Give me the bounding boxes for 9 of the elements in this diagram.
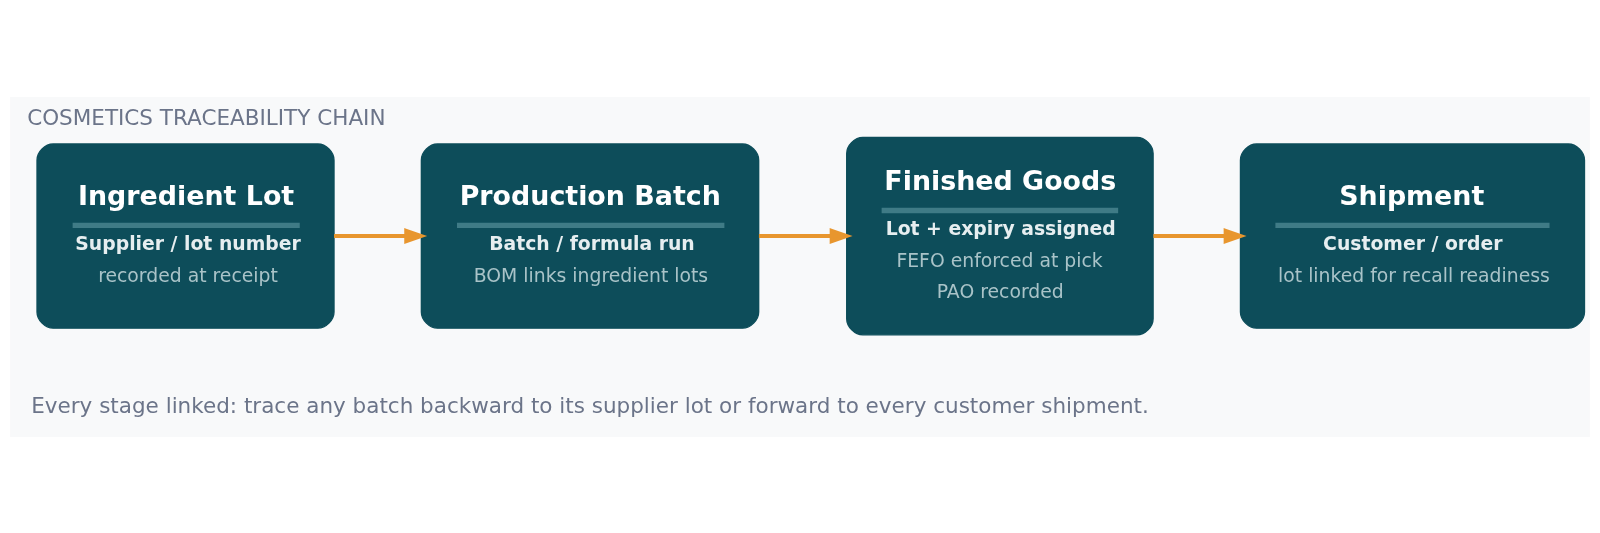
node-box: Production Batch Batch / formula run BOM links ingredient lots (420, 142, 760, 329)
node-box: Shipment Customer / order lot linked for recall readiness (1239, 142, 1586, 329)
arrow (1153, 227, 1247, 244)
arrow (334, 227, 428, 244)
node-box: Finished Goods Lot + expiry assigned FEFO enforced at pick PAO recorded (846, 136, 1154, 336)
arrow (758, 227, 853, 244)
diagram-title: COSMETICS TRACEABILITY CHAIN (27, 104, 386, 130)
node-box: Ingredient Lot Supplier / lot number recorded at receipt (36, 142, 335, 329)
caption: Every stage linked: trace any batch backward to its supplier lot or forward to every customer shipment. (31, 392, 1149, 418)
